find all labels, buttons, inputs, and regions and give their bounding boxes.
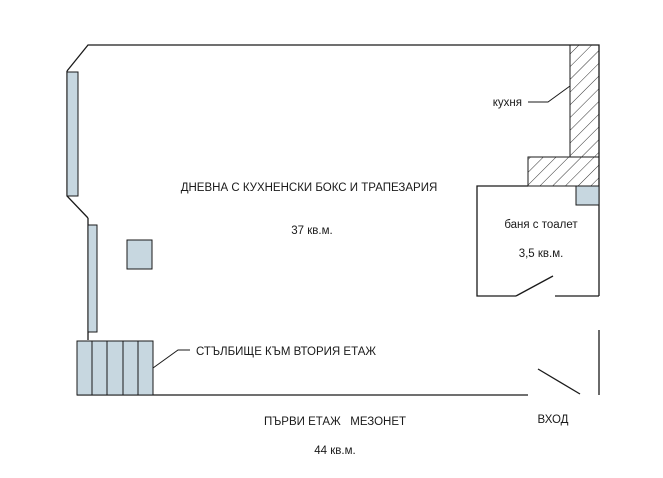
stairs-label: СТЪЛБИЩЕ КЪМ ВТОРИЯ ЕТАЖ	[196, 346, 376, 358]
bath-window	[575, 185, 600, 206]
column	[126, 239, 153, 270]
bathroom-walls	[476, 185, 599, 297]
kitchen-leader-line	[528, 85, 571, 103]
kitchen-counter-vertical	[569, 44, 600, 158]
total-area: 44 кв.м.	[314, 445, 355, 457]
bath-name: баня с тоалет	[504, 219, 578, 231]
stairs-leader-line	[152, 349, 190, 369]
kitchen-label: кухня	[493, 97, 522, 109]
bath-door-leaf	[515, 275, 554, 297]
entrance-door-leaf	[537, 368, 581, 395]
stair-step	[91, 340, 108, 396]
plan-title: ПЪРВИ ЕТАЖ МЕЗОНЕТ	[264, 416, 406, 428]
window-west-upper	[66, 71, 79, 197]
bath-wall	[476, 185, 528, 297]
stair-step	[76, 340, 93, 396]
window-west-lower	[87, 224, 98, 333]
bath-area: 3,5 кв.м.	[519, 248, 564, 260]
kitchen-counter-horizontal	[527, 156, 600, 187]
entrance-label: ВХОД	[538, 414, 569, 426]
stair-step	[122, 340, 139, 396]
stair-step	[106, 340, 124, 396]
living-room-name: ДНЕВНА С КУХНЕНСКИ БОКС И ТРАПЕЗАРИЯ	[181, 182, 438, 194]
stair-step	[137, 340, 154, 396]
living-room-area: 37 кв.м.	[291, 225, 332, 237]
staircase	[76, 340, 154, 396]
